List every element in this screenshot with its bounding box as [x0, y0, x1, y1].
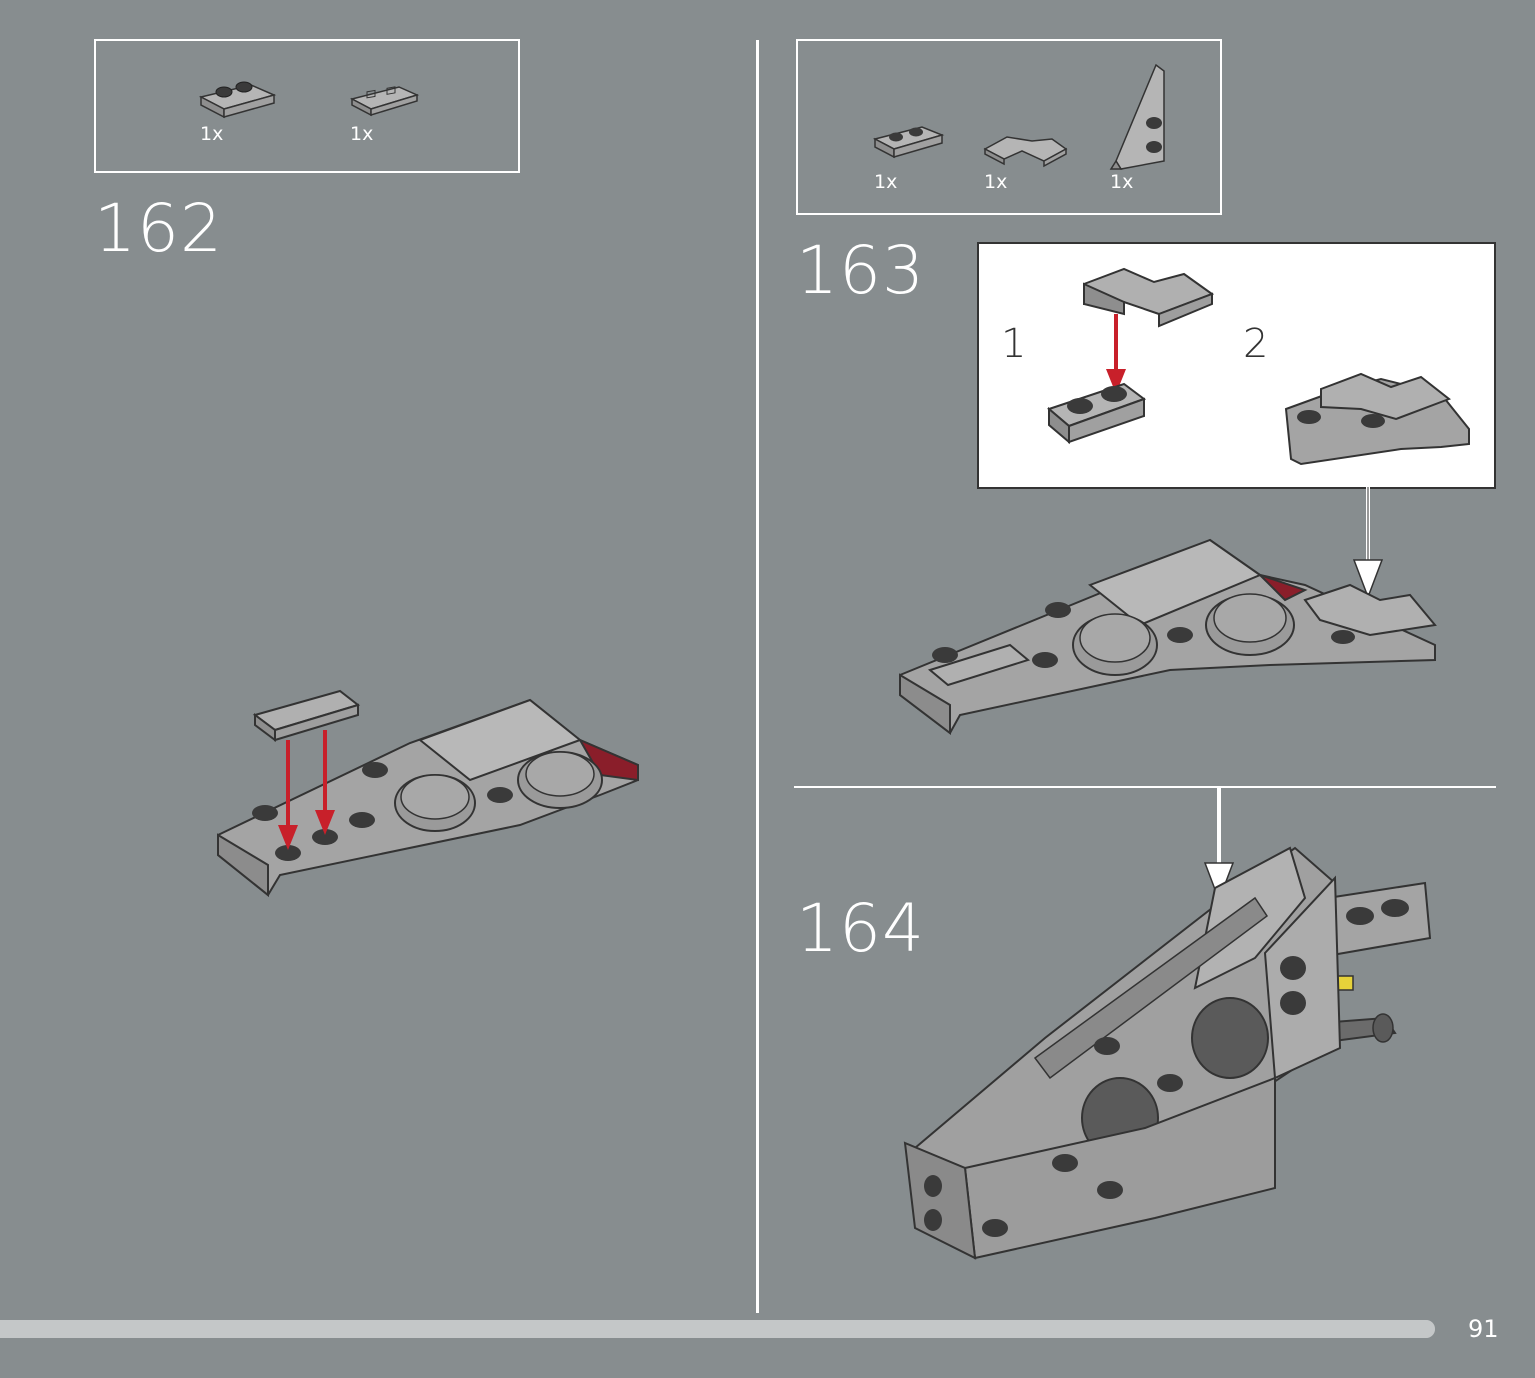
substep-1-illustration — [1047, 267, 1215, 445]
step-number-162: 162 — [94, 190, 223, 267]
assembly-164-illustration — [903, 788, 1432, 1260]
progress-bar — [0, 1320, 1435, 1338]
substep-callout-163: 1 2 — [977, 242, 1496, 489]
tile-1x2-grille-icon — [349, 86, 420, 117]
step-number-164: 164 — [796, 890, 925, 967]
parts-callout-163: 1x 1x 1x — [796, 39, 1222, 215]
substep-2-illustration — [1284, 372, 1470, 466]
part-qty: 1x — [1110, 171, 1134, 193]
wedge-plate-icon — [1109, 63, 1165, 170]
assembly-163-illustration — [899, 487, 1437, 736]
part-qty: 1x — [200, 123, 224, 145]
parts-callout-162: 1x 1x — [94, 39, 520, 173]
part-qty: 1x — [874, 171, 898, 193]
part-qty: 1x — [350, 123, 374, 145]
substep-number: 2 — [1243, 321, 1269, 367]
step-divider — [794, 786, 1496, 788]
progress-fill — [0, 1320, 1435, 1338]
page-number: 91 — [1468, 1315, 1499, 1343]
column-divider — [756, 40, 759, 1313]
tile-corner-icon — [983, 136, 1068, 168]
step-number-163: 163 — [796, 232, 925, 309]
plate-1x2-icon — [872, 126, 945, 159]
substep-number: 1 — [1001, 321, 1027, 367]
plate-1x2-rail-icon — [198, 81, 277, 119]
part-qty: 1x — [984, 171, 1008, 193]
assembly-162-illustration — [217, 689, 639, 898]
